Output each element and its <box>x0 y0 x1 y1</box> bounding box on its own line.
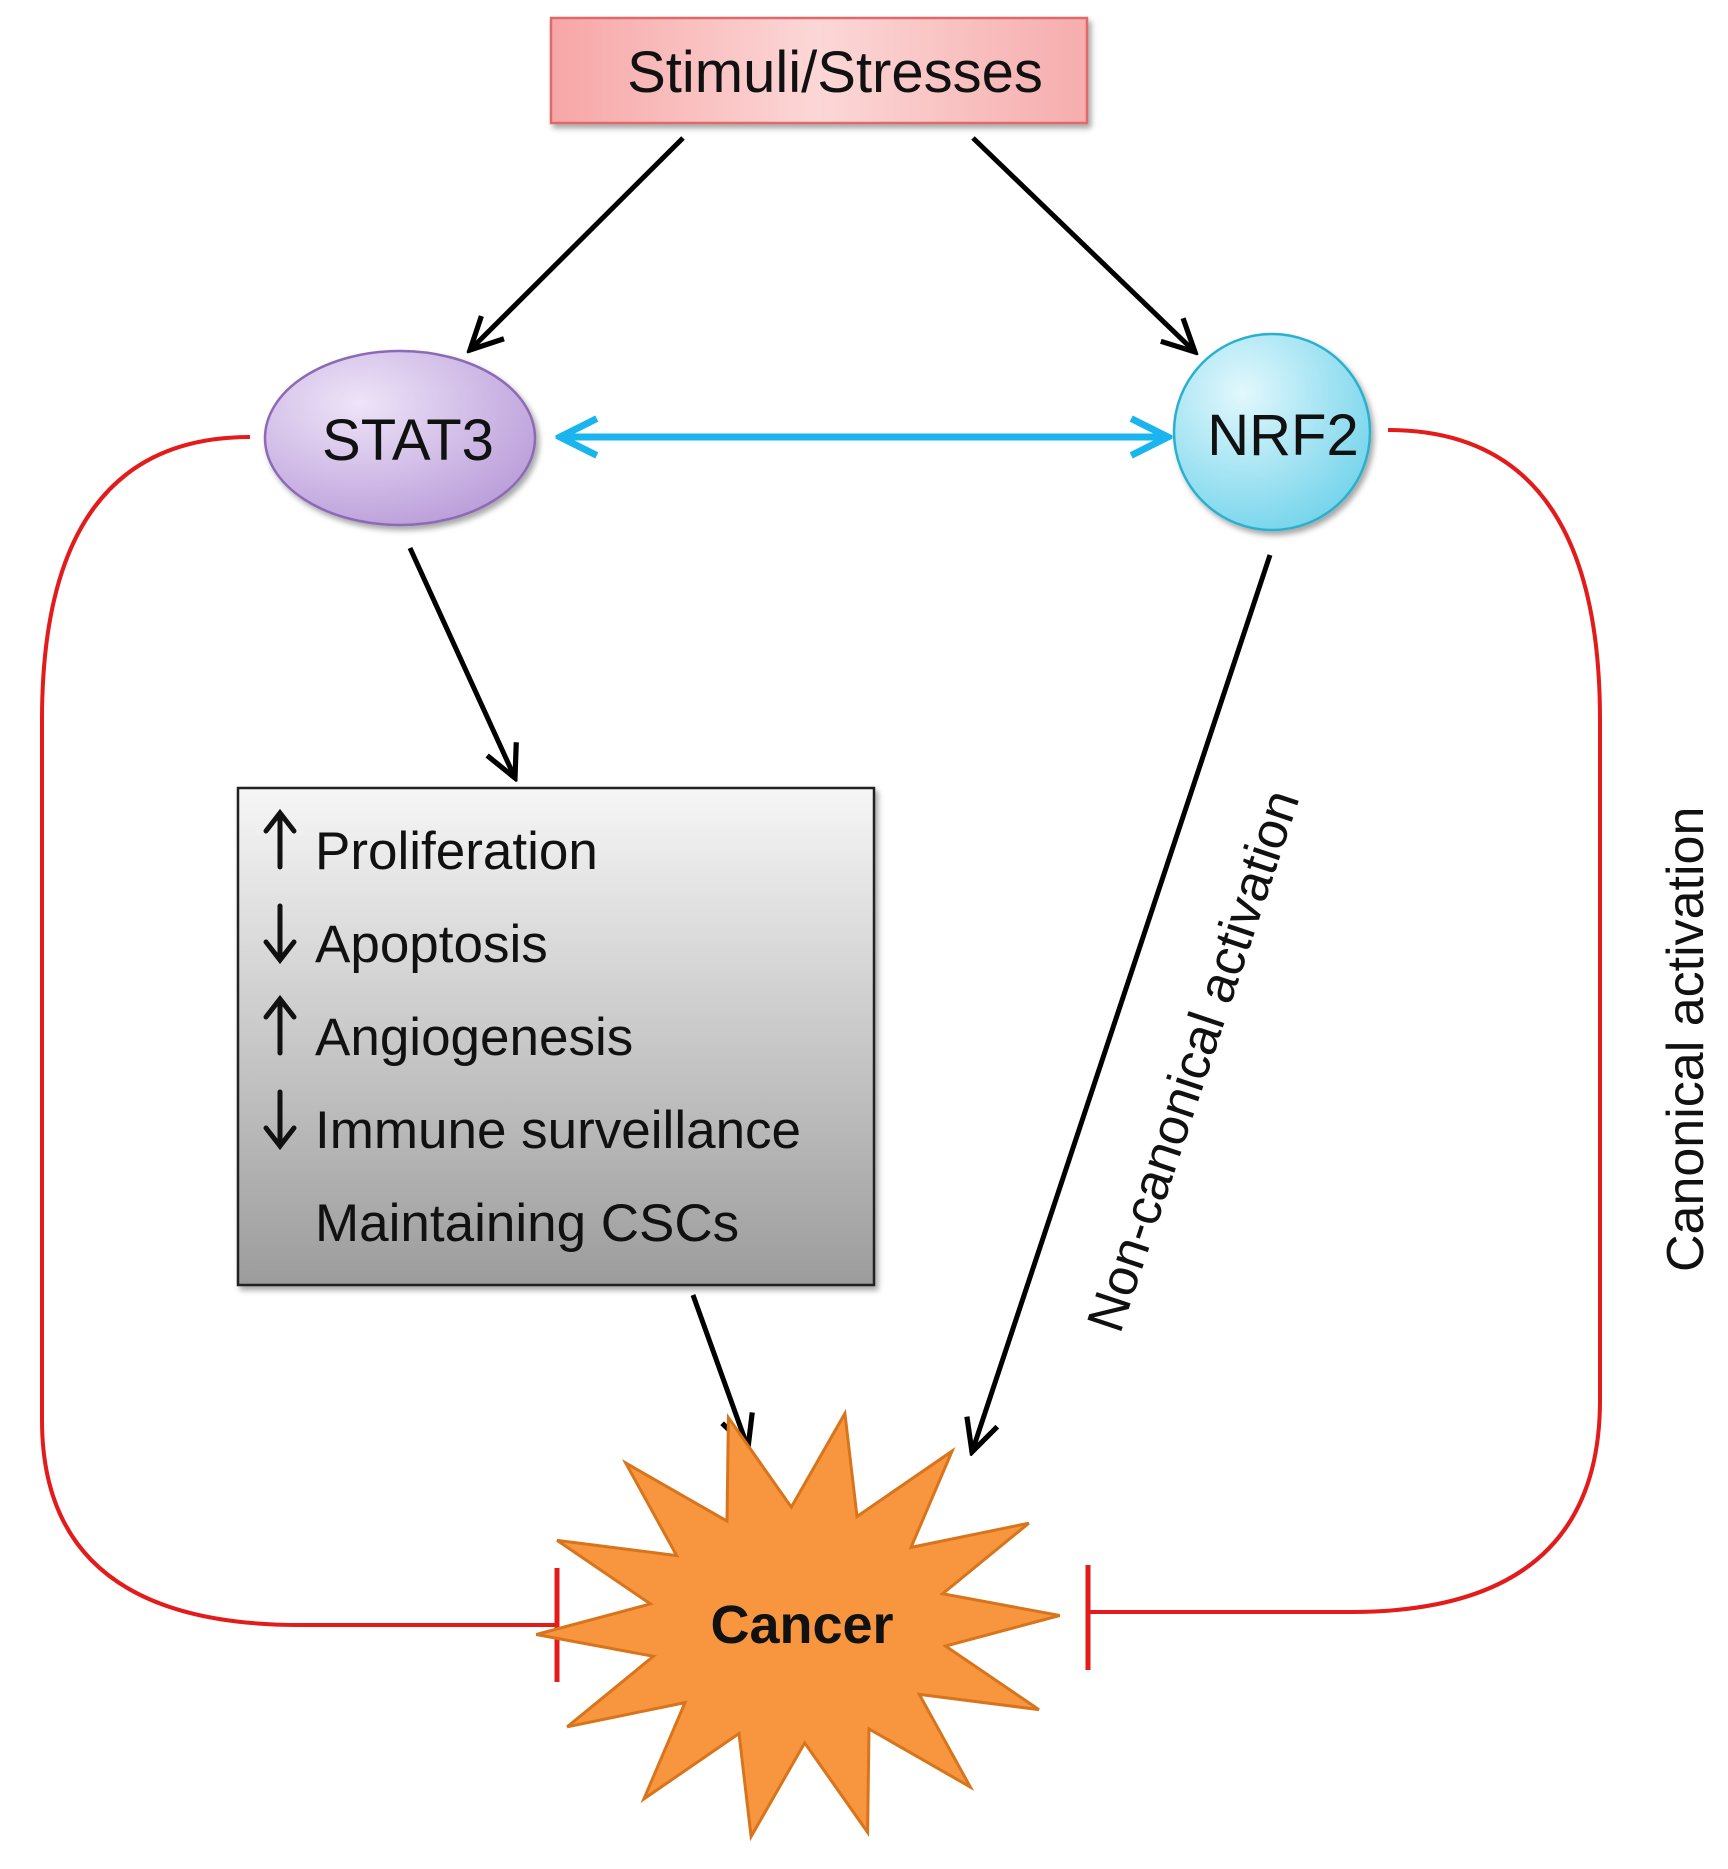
decrease-arrow-icon <box>263 1089 297 1151</box>
cancer-label: Cancer <box>710 1595 893 1655</box>
increase-arrow-icon <box>263 808 297 870</box>
stat3-effects-box: ProliferationApoptosisAngiogenesisImmune… <box>236 786 876 1287</box>
canonical-label: Canonical activation <box>1657 807 1715 1272</box>
effect-label: Apoptosis <box>315 915 548 974</box>
nrf2-inhibits-cancer-line <box>1088 428 1602 1614</box>
stat3-node: STAT3 <box>263 349 537 527</box>
effect-label: Immune surveillance <box>315 1101 801 1160</box>
effect-label: Proliferation <box>315 822 598 881</box>
effects-to-cancer-arrow <box>690 1294 748 1448</box>
effect-label: Angiogenesis <box>315 1008 633 1067</box>
stat3-inhibits-cancer-line <box>40 435 555 1627</box>
nrf2-label: NRF2 <box>1207 403 1358 468</box>
noncanonical-label: Non-canonical activation <box>1076 783 1311 1339</box>
effect-label: Maintaining CSCs <box>315 1194 739 1253</box>
nrf2-to-cancer-arrow <box>972 554 1273 1452</box>
stimuli-label: Stimuli/Stresses <box>627 40 1043 105</box>
stimuli-node: Stimuli/Stresses <box>549 16 1089 125</box>
stimuli-to-nrf2-arrow <box>971 136 1195 352</box>
increase-arrow-icon <box>263 994 297 1056</box>
nrf2-node: NRF2 <box>1172 332 1372 532</box>
decrease-arrow-icon <box>263 903 297 965</box>
cancer-node: Cancer <box>535 1408 1061 1842</box>
stat3-label: STAT3 <box>322 408 494 473</box>
stat3-to-effects-arrow <box>407 546 515 778</box>
stimuli-to-stat3-arrow <box>470 136 685 350</box>
